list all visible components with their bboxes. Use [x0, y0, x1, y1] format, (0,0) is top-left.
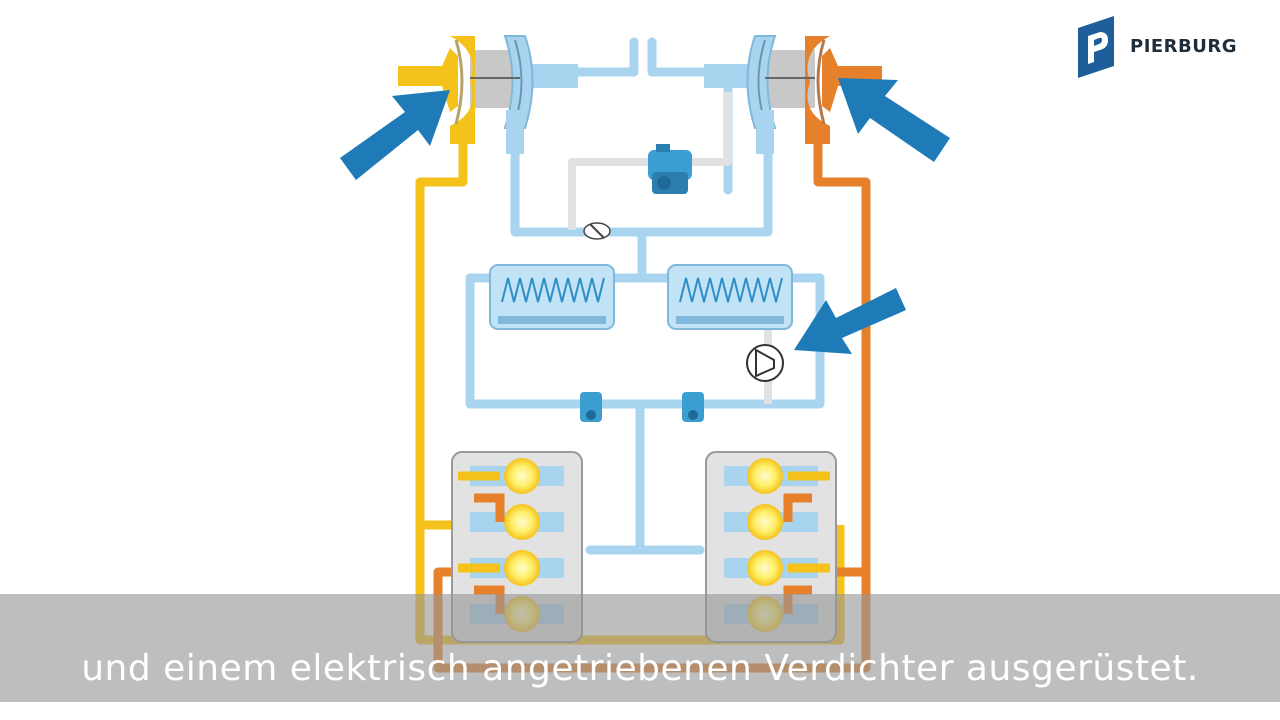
sensor-left: [580, 392, 602, 422]
brand-name: PIERBURG: [1130, 36, 1238, 57]
pierburg-p-logo-icon: [1078, 16, 1114, 78]
subtitle-text: und einem elektrisch angetriebenen Verdi…: [81, 648, 1199, 689]
subtitle-bar: [0, 594, 1280, 702]
electric-compressor: [746, 344, 784, 382]
turbocharger-left: [398, 35, 578, 154]
actuator-valve: [648, 144, 692, 194]
air-inflow-arrow-right: [838, 78, 950, 162]
air-inflow-arrow-left: [340, 90, 450, 180]
sensor-right: [682, 392, 704, 422]
throttle-valve: [583, 222, 611, 240]
air-inflow-arrow-compressor: [794, 288, 906, 354]
intercooler-right: [667, 264, 793, 330]
bypass-pipes: [568, 92, 772, 404]
intercooler-left: [489, 264, 615, 330]
brand-logo: PIERBURG: [1074, 14, 1244, 80]
